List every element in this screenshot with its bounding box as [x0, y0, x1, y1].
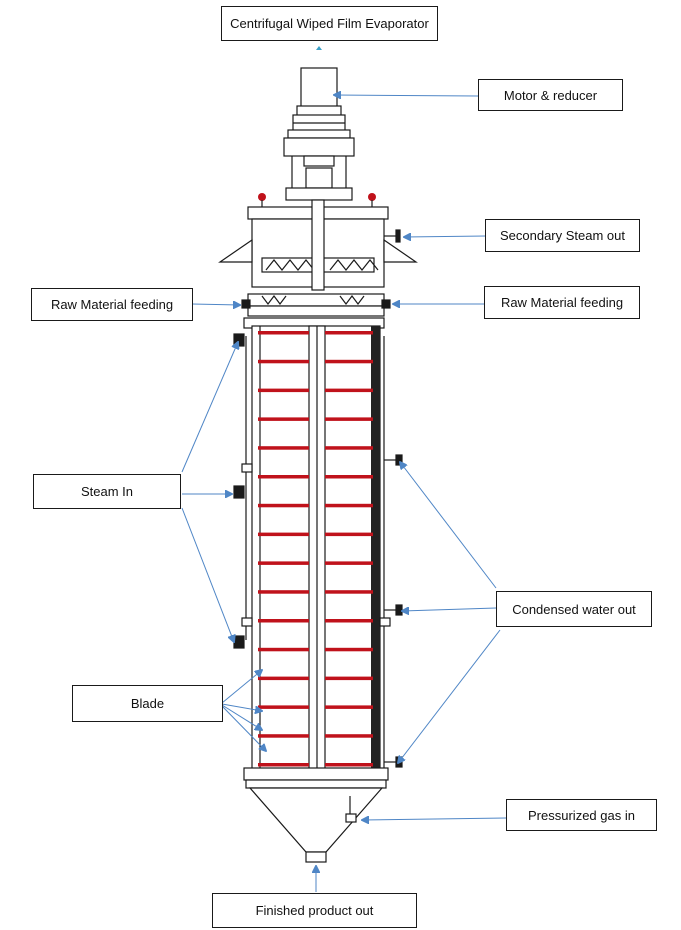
blade-leader-3	[221, 704, 262, 730]
raw-material-right-label: Raw Material feeding	[484, 286, 640, 319]
condensed-leader-1	[400, 462, 497, 589]
blade-left	[258, 647, 309, 652]
pressurized-gas-label: Pressurized gas in	[506, 799, 657, 831]
condensed-leader-2	[402, 608, 497, 611]
blade-left	[258, 388, 309, 393]
title-label: Centrifugal Wiped Film Evaporator	[221, 6, 438, 41]
evaporator-drawing	[218, 46, 418, 863]
secondary-steam-leader	[404, 236, 487, 237]
blade-label: Blade	[72, 685, 223, 722]
blade-leader-4	[221, 705, 266, 751]
blade-left	[258, 503, 309, 508]
blade-right	[325, 676, 373, 681]
motor	[300, 67, 338, 109]
finished-product-label: Finished product out	[212, 893, 417, 928]
blade-left	[258, 734, 309, 738]
blade-left	[258, 446, 309, 450]
blades	[258, 331, 373, 767]
blade-right	[325, 475, 373, 479]
condensed-leader-3	[398, 629, 501, 763]
pressurized-leader	[362, 818, 507, 820]
blade-left	[258, 619, 309, 623]
steam-in-label: Steam In	[33, 474, 181, 509]
blade-right	[325, 763, 373, 767]
blade-leader-1	[221, 670, 262, 704]
blade-right	[325, 705, 373, 709]
blade-right	[325, 388, 373, 393]
blade-leader-2	[221, 703, 262, 711]
steam-leader-3	[181, 507, 234, 642]
blade-left	[258, 475, 309, 479]
motor-leader	[334, 95, 479, 96]
top-mark	[316, 46, 322, 50]
blade-right	[325, 417, 373, 421]
blade-right	[325, 331, 373, 335]
blade-right	[325, 532, 373, 537]
raw-left-leader	[191, 304, 240, 305]
blade-left	[258, 705, 309, 709]
leader-lines	[181, 95, 507, 892]
blade-left	[258, 331, 309, 335]
blade-left	[258, 359, 309, 364]
blade-left	[258, 561, 309, 565]
condensed-water-label: Condensed water out	[496, 591, 652, 627]
raw-material-left-label: Raw Material feeding	[31, 288, 193, 321]
blade-left	[258, 417, 309, 421]
blade-left	[258, 532, 309, 537]
blade-left	[258, 590, 309, 594]
blade-left	[258, 676, 309, 681]
blade-left	[258, 763, 309, 767]
blade-right	[325, 561, 373, 565]
motor-label: Motor & reducer	[478, 79, 623, 111]
blade-right	[325, 503, 373, 508]
secondary-steam-label: Secondary Steam out	[485, 219, 640, 252]
steam-leader-1	[181, 342, 238, 473]
blade-right	[325, 647, 373, 652]
bottom-flange	[243, 767, 389, 781]
blade-right	[325, 446, 373, 450]
blade-right	[325, 734, 373, 738]
blade-right	[325, 619, 373, 623]
blade-right	[325, 590, 373, 594]
blade-right	[325, 359, 373, 364]
